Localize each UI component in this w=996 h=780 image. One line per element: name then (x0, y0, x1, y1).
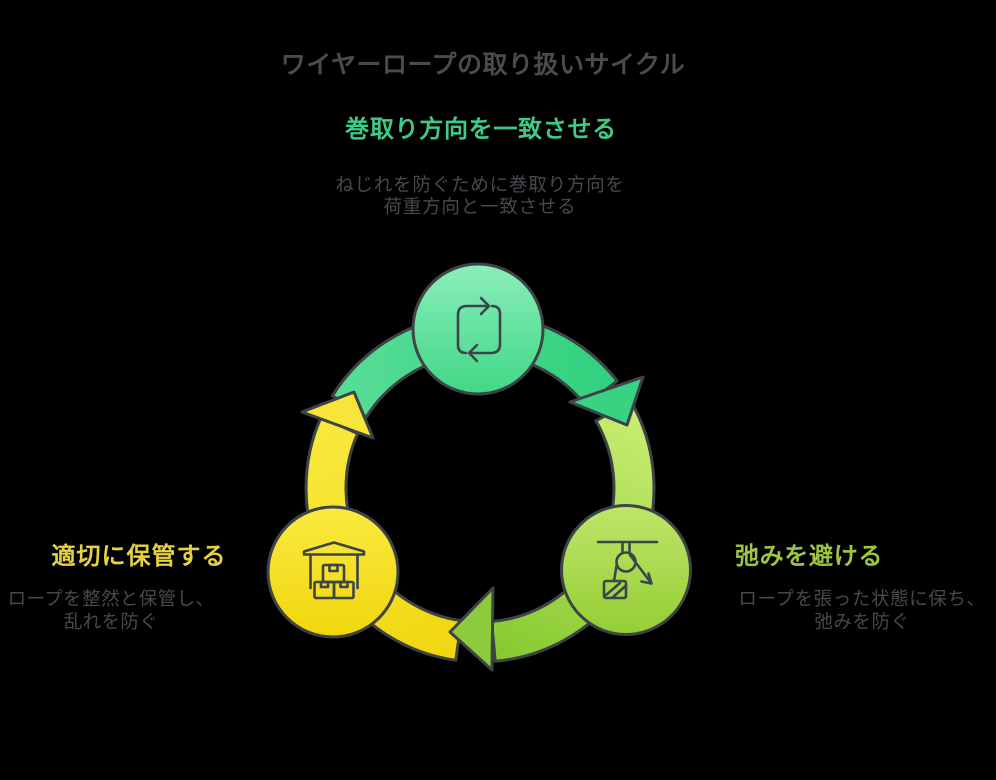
warehouse-icon (302, 541, 366, 600)
step3-description: ロープを整然と保管し、 乱れを防ぐ (1, 588, 221, 634)
node-circle-step1 (411, 262, 545, 396)
step3-description-line1: ロープを整然と保管し、 (7, 589, 215, 610)
step1-description: ねじれを防ぐために巻取り方向を 荷重方向と一致させる (0, 175, 960, 219)
page-title: ワイヤーロープの取り扱いサイクル (280, 50, 686, 79)
step2-description: ロープを張った状態に保ち、 弛みを防ぐ (737, 588, 987, 634)
step2-heading: 弛みを避ける (734, 542, 884, 570)
node-circle-step2 (560, 504, 692, 636)
pulley-icon (596, 540, 659, 600)
step1-description-line1: ねじれを防ぐために巻取り方向を (335, 175, 625, 196)
step1-description-line2: 荷重方向と一致させる (383, 197, 577, 218)
step3-heading: 適切に保管する (51, 542, 227, 570)
arrowhead-step2 (448, 586, 495, 672)
arrowhead-step1 (568, 375, 645, 427)
repeat-icon (456, 296, 502, 363)
step2-description-line1: ロープを張った状態に保ち、 (738, 589, 986, 610)
step1-heading: 巻取り方向を一致させる (345, 115, 617, 143)
arrowhead-step3 (300, 390, 375, 440)
step2-description-line2: 弛みを防ぐ (814, 612, 910, 633)
step3-description-line2: 乱れを防ぐ (63, 612, 159, 633)
